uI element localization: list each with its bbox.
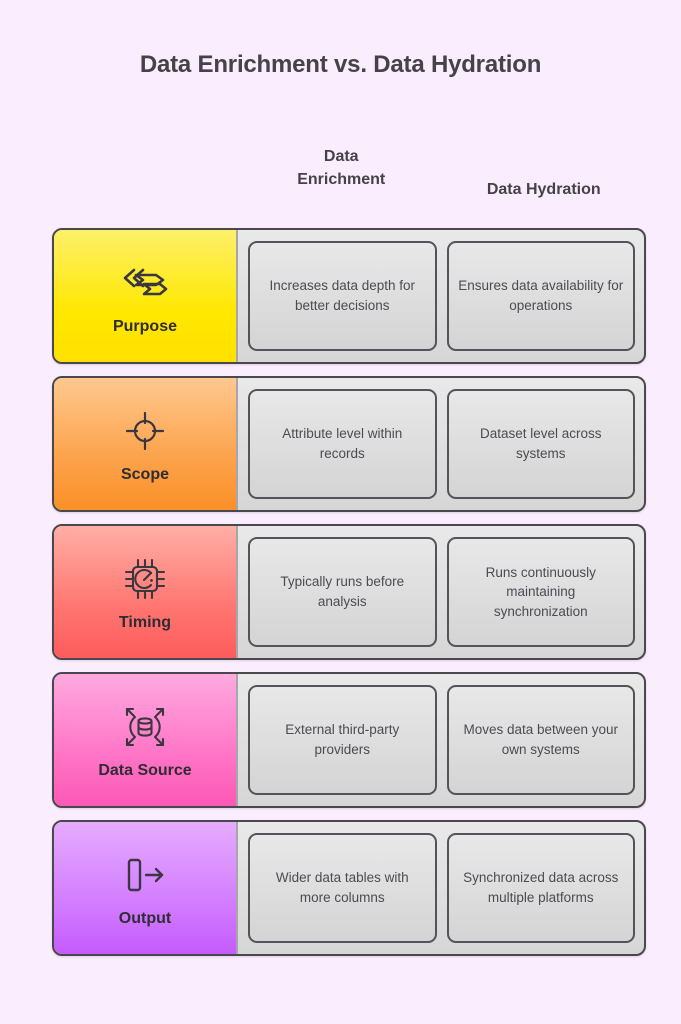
row-label-text: Timing: [118, 614, 172, 632]
row-cards: Increases data depth for better decision…: [238, 230, 644, 362]
comparison-rows: Purpose Increases data depth for better …: [52, 228, 646, 968]
table-row: Scope Attribute level within records Dat…: [52, 376, 646, 512]
cell-enrichment: Wider data tables with more columns: [248, 833, 437, 943]
row-label-text: Purpose: [112, 318, 177, 336]
cell-enrichment: Attribute level within records: [248, 389, 437, 499]
row-label-purpose: Purpose: [54, 230, 238, 362]
crosshair-target-icon: [117, 403, 173, 459]
column-header-enrichment: Data Enrichment: [240, 145, 443, 207]
row-label-scope: Scope: [54, 378, 238, 510]
column-header-enrichment-line1: Data: [323, 148, 359, 165]
row-label-timing: Timing: [54, 526, 238, 658]
cpu-gauge-icon: [117, 551, 173, 607]
row-label-text: Scope: [120, 466, 169, 484]
row-label-text: Data Source: [98, 762, 192, 780]
row-label-data-source: Data Source: [54, 674, 238, 806]
exchange-arrows-icon: [117, 255, 173, 311]
page-title: Data Enrichment vs. Data Hydration: [139, 51, 542, 78]
database-expand-icon: [117, 699, 173, 755]
row-cards: Typically runs before analysis Runs cont…: [238, 526, 644, 658]
column-arrow-icon: [117, 847, 173, 903]
row-cards: Wider data tables with more columns Sync…: [238, 822, 644, 954]
column-header-hydration: Data Hydration: [443, 145, 646, 207]
row-cards: External third-party providers Moves dat…: [238, 674, 644, 806]
cell-hydration: Ensures data availability for operations: [446, 241, 635, 351]
row-label-output: Output: [54, 822, 238, 954]
column-header-enrichment-line2: Enrichment: [297, 171, 386, 189]
cell-enrichment: Increases data depth for better decision…: [248, 241, 437, 351]
table-row: Output Wider data tables with more colum…: [52, 820, 646, 956]
table-row: Timing Typically runs before analysis Ru…: [52, 524, 646, 660]
cell-hydration: Runs continuously maintaining synchroniz…: [446, 537, 635, 647]
cell-enrichment: External third-party providers: [248, 685, 437, 795]
cell-hydration: Moves data between your own systems: [446, 685, 635, 795]
row-label-text: Output: [118, 910, 172, 928]
column-headers: Data Enrichment Data Hydration: [240, 145, 645, 207]
cell-hydration: Synchronized data across multiple platfo…: [446, 833, 635, 943]
cell-enrichment: Typically runs before analysis: [248, 537, 437, 647]
table-row: Purpose Increases data depth for better …: [52, 228, 646, 364]
column-header-hydration-label: Data Hydration: [486, 180, 601, 198]
table-row: Data Source External third-party provide…: [52, 672, 646, 808]
row-cards: Attribute level within records Dataset l…: [238, 378, 644, 510]
cell-hydration: Dataset level across systems: [446, 389, 635, 499]
